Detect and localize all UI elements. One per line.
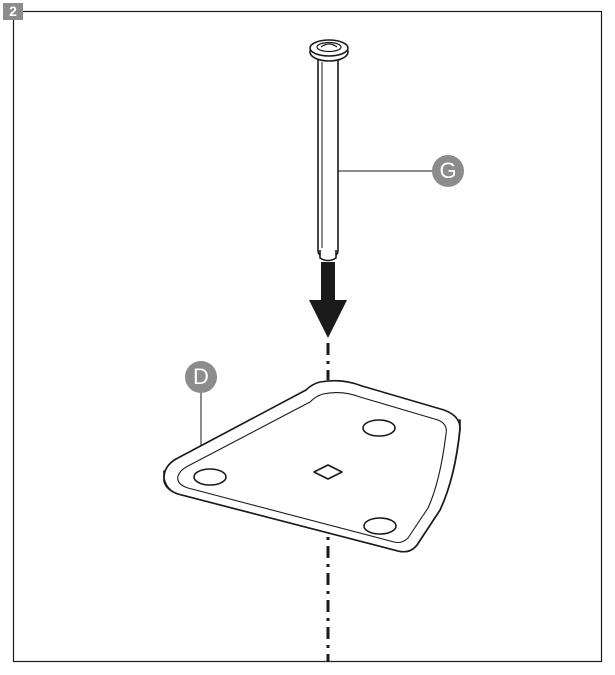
pin-head-recess — [316, 41, 342, 53]
callout-d: D — [185, 361, 217, 393]
step-number-badge: 2 — [3, 3, 23, 20]
panel-border — [12, 10, 603, 663]
pin-shaft — [317, 57, 339, 257]
callout-g: G — [432, 155, 464, 187]
base-plate-d — [163, 379, 461, 553]
plate-inner-edge — [177, 391, 447, 544]
pin-head-slot — [320, 43, 338, 48]
foot-hole-back — [362, 419, 396, 437]
center-socket — [313, 464, 343, 480]
pin-g — [309, 39, 349, 262]
foot-hole-right — [363, 517, 397, 535]
pin-tip — [319, 250, 337, 262]
arrow-down-icon — [309, 262, 347, 338]
foot-hole-left — [193, 468, 227, 486]
